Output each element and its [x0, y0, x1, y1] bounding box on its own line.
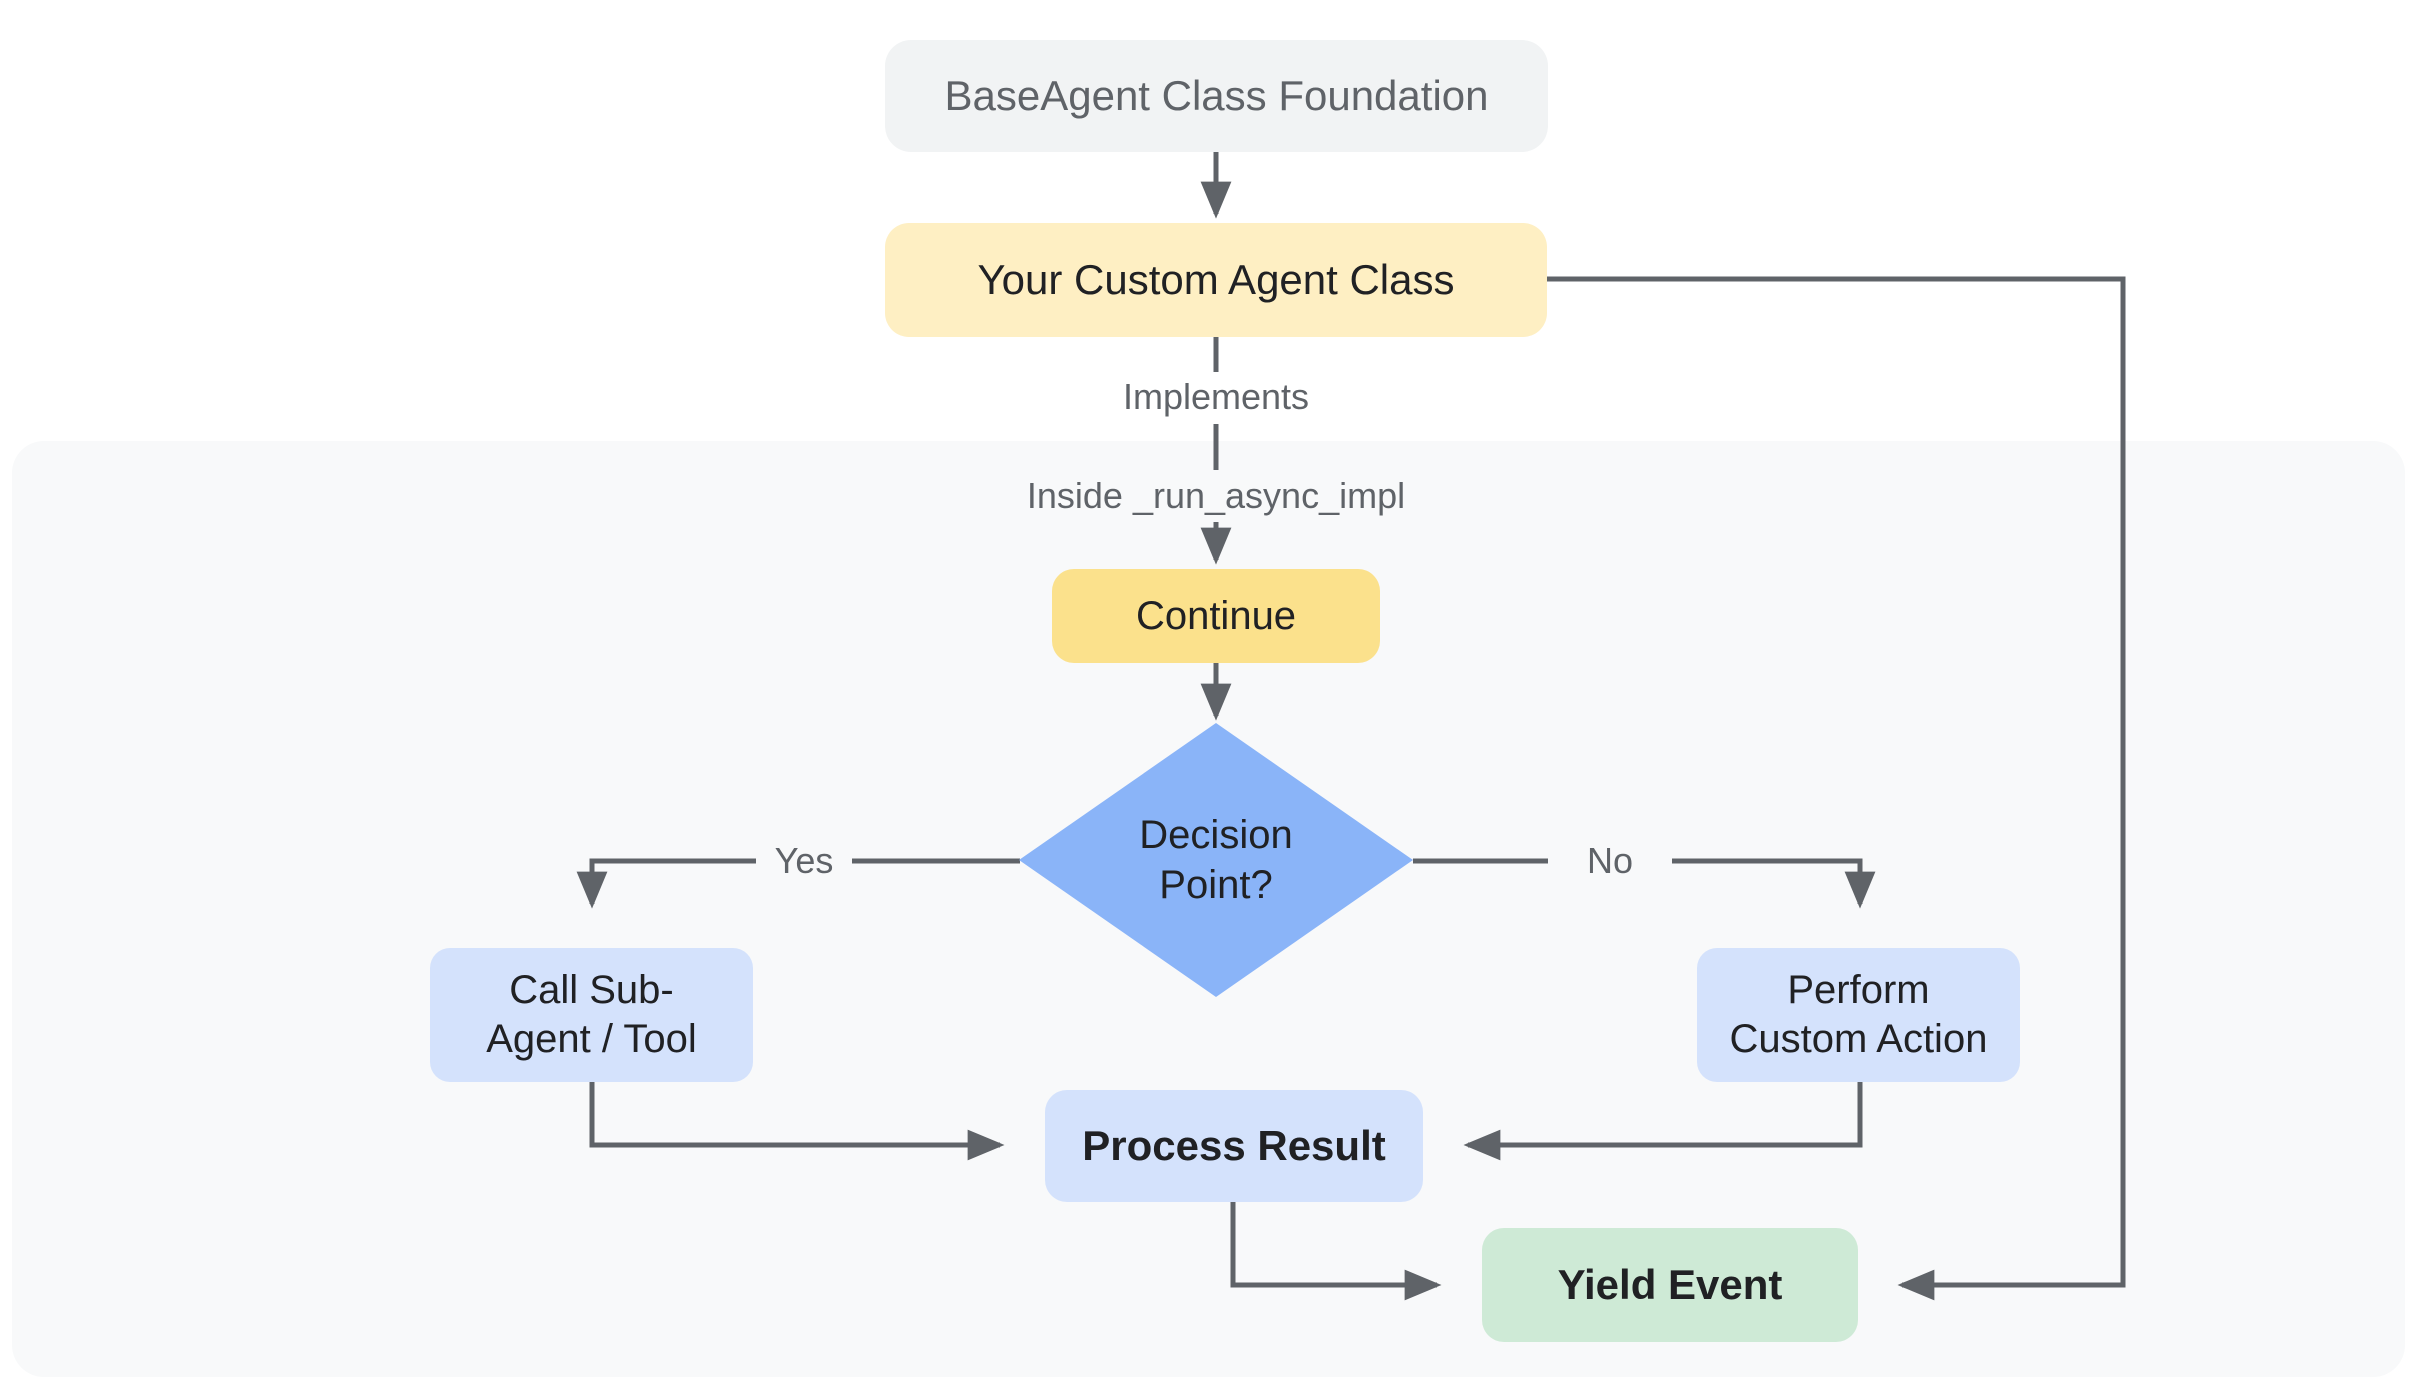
- node-your-custom-agent-class: Your Custom Agent Class: [885, 223, 1547, 337]
- node-label: Perform Custom Action: [1729, 968, 1988, 1061]
- node-call-sub-agent-tool: Call Sub- Agent / Tool: [430, 948, 753, 1082]
- edge-label-no: No: [1586, 840, 1634, 881]
- node-decision-point-diamond: [1019, 723, 1413, 997]
- edge-no-to-perform-action: [1672, 858, 1876, 909]
- node-label: Yield Event: [1557, 1261, 1783, 1309]
- edge-custom-agent-loop-to-yield-event: [1547, 276, 2126, 1301]
- node-label: Call Sub- Agent / Tool: [486, 968, 697, 1061]
- edge-label-yes: Yes: [774, 840, 834, 881]
- node-label: Process Result: [1082, 1122, 1386, 1170]
- node-label: Continue: [1135, 593, 1297, 638]
- diamond-shape: [1019, 723, 1413, 997]
- node-yield-event: Yield Event: [1482, 1228, 1858, 1342]
- node-label: BaseAgent Class Foundation: [944, 72, 1489, 120]
- edge-label-inside-run-async-impl: Inside _run_async_impl: [1026, 475, 1406, 516]
- node-perform-custom-action: Perform Custom Action: [1697, 948, 2020, 1082]
- edge-process-to-yield-event: [1230, 1202, 1442, 1301]
- edge-perform-to-process-result: [1463, 1082, 1863, 1161]
- node-decision-point-label: Decision Point?: [1139, 813, 1293, 907]
- node-continue: Continue: [1052, 569, 1380, 663]
- edge-yes-to-call-sub-agent: [576, 858, 756, 909]
- node-process-result: Process Result: [1045, 1090, 1423, 1202]
- edge-label-implements: Implements: [1122, 376, 1310, 417]
- node-baseagent-foundation: BaseAgent Class Foundation: [885, 40, 1548, 152]
- node-label: Your Custom Agent Class: [977, 256, 1455, 304]
- edge-call-to-process-result: [589, 1082, 1005, 1161]
